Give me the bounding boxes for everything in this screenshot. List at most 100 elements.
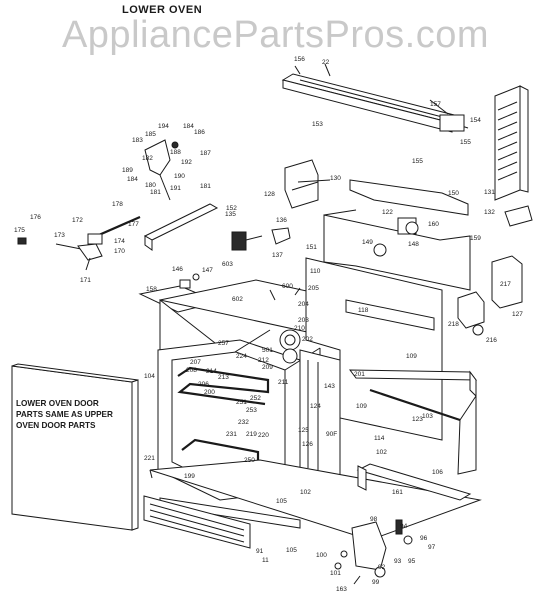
- part-label: 212: [258, 357, 269, 364]
- part-label: 602: [232, 296, 243, 303]
- kick-panel: [143, 495, 251, 549]
- part-label: 224: [236, 353, 247, 360]
- part-label: 184: [127, 176, 138, 183]
- part-label: 101: [330, 570, 341, 577]
- part-label: 150: [448, 190, 459, 197]
- part-label: 204: [298, 301, 309, 308]
- burner-pilot-parts: [17, 237, 103, 271]
- part-label: 102: [376, 449, 387, 456]
- vent-duct-assembly: [281, 73, 469, 133]
- part-label: 105: [286, 547, 297, 554]
- part-label: 159: [470, 235, 481, 242]
- part-label: 103: [422, 413, 433, 420]
- part-label: 180: [145, 182, 156, 189]
- part-label: 152: [226, 205, 237, 212]
- diagram-title: LOWER OVEN: [122, 4, 203, 16]
- part-label: 110: [310, 268, 321, 275]
- bracket-130: [284, 159, 319, 209]
- part-label: 199: [184, 473, 195, 480]
- part-label: 200: [204, 389, 215, 396]
- plate-150: [349, 179, 469, 216]
- part-label: 106: [432, 469, 443, 476]
- part-label: 183: [132, 137, 143, 144]
- part-label: 131: [484, 189, 495, 196]
- part-label: 157: [430, 101, 441, 108]
- front-rails: [348, 369, 478, 501]
- part-label: 186: [194, 129, 205, 136]
- part-label: 216: [486, 337, 497, 344]
- part-label: 128: [264, 191, 275, 198]
- part-label: 109: [356, 403, 367, 410]
- part-label: 127: [512, 311, 523, 318]
- part-label: 219: [246, 431, 257, 438]
- part-label: 203: [298, 317, 309, 324]
- part-label: 251: [236, 399, 247, 406]
- part-label: 257: [218, 340, 229, 347]
- part-label: 125: [298, 427, 309, 434]
- part-label: 122: [382, 209, 393, 216]
- part-label: 92: [378, 564, 386, 571]
- part-label: 217: [500, 281, 511, 288]
- right-side-components: [457, 255, 523, 336]
- part-label: 189: [122, 167, 133, 174]
- part-label: 90F: [326, 431, 337, 438]
- part-label: 192: [181, 159, 192, 166]
- part-label: 118: [358, 307, 369, 314]
- part-label: 154: [470, 117, 481, 124]
- part-label: 160: [428, 221, 439, 228]
- part-label: 22: [322, 59, 330, 66]
- part-label: 158: [146, 286, 157, 293]
- part-label: 93: [394, 558, 402, 565]
- part-label: 148: [408, 241, 419, 248]
- part-label: 208: [186, 367, 197, 374]
- part-label: 114: [374, 435, 385, 442]
- part-label: 94: [400, 523, 408, 530]
- part-label: 177: [128, 221, 139, 228]
- door-note-line: PARTS SAME AS UPPER: [16, 410, 113, 419]
- part-label: 137: [272, 252, 283, 259]
- part-label: 153: [312, 121, 323, 128]
- part-label: 123: [412, 416, 423, 423]
- part-146: [179, 273, 200, 289]
- side-panel: [494, 85, 529, 201]
- part-label: 174: [114, 238, 125, 245]
- part-label: 253: [246, 407, 257, 414]
- part-label: 178: [112, 201, 123, 208]
- part-label: 173: [54, 232, 65, 239]
- part-label: 182: [142, 155, 153, 162]
- bracket-132: [504, 205, 533, 227]
- part-label: 209: [262, 364, 273, 371]
- igniter-parts: [231, 227, 291, 251]
- part-label: 250: [244, 457, 255, 464]
- part-label: 202: [302, 336, 313, 343]
- part-label: 194: [158, 123, 169, 130]
- part-label: 105: [276, 498, 287, 505]
- part-label: 130: [330, 175, 341, 182]
- part-label: 501: [262, 347, 273, 354]
- part-label: 171: [80, 277, 91, 284]
- control-switch-parts: [334, 519, 413, 585]
- part-label: 98: [370, 516, 378, 523]
- part-label: 172: [72, 217, 83, 224]
- part-label: 188: [170, 149, 181, 156]
- part-label: 184: [183, 123, 194, 130]
- part-label: 201: [354, 371, 365, 378]
- part-label: 211: [278, 379, 289, 386]
- part-label: 170: [114, 248, 125, 255]
- part-label: 91: [256, 548, 264, 555]
- part-label: 99: [372, 579, 380, 586]
- part-label: 600: [282, 283, 293, 290]
- part-label: 603: [222, 261, 233, 268]
- door-note-line: OVEN DOOR PARTS: [16, 421, 96, 430]
- part-label: 135: [225, 211, 236, 218]
- part-label: 155: [460, 139, 471, 146]
- part-label: 95: [408, 558, 416, 565]
- part-label: 163: [336, 586, 347, 593]
- part-label: 151: [306, 244, 317, 251]
- part-label: 149: [362, 239, 373, 246]
- oven-door: [11, 363, 139, 531]
- part-label: 124: [310, 403, 321, 410]
- part-label: 126: [302, 441, 313, 448]
- part-label: 218: [448, 321, 459, 328]
